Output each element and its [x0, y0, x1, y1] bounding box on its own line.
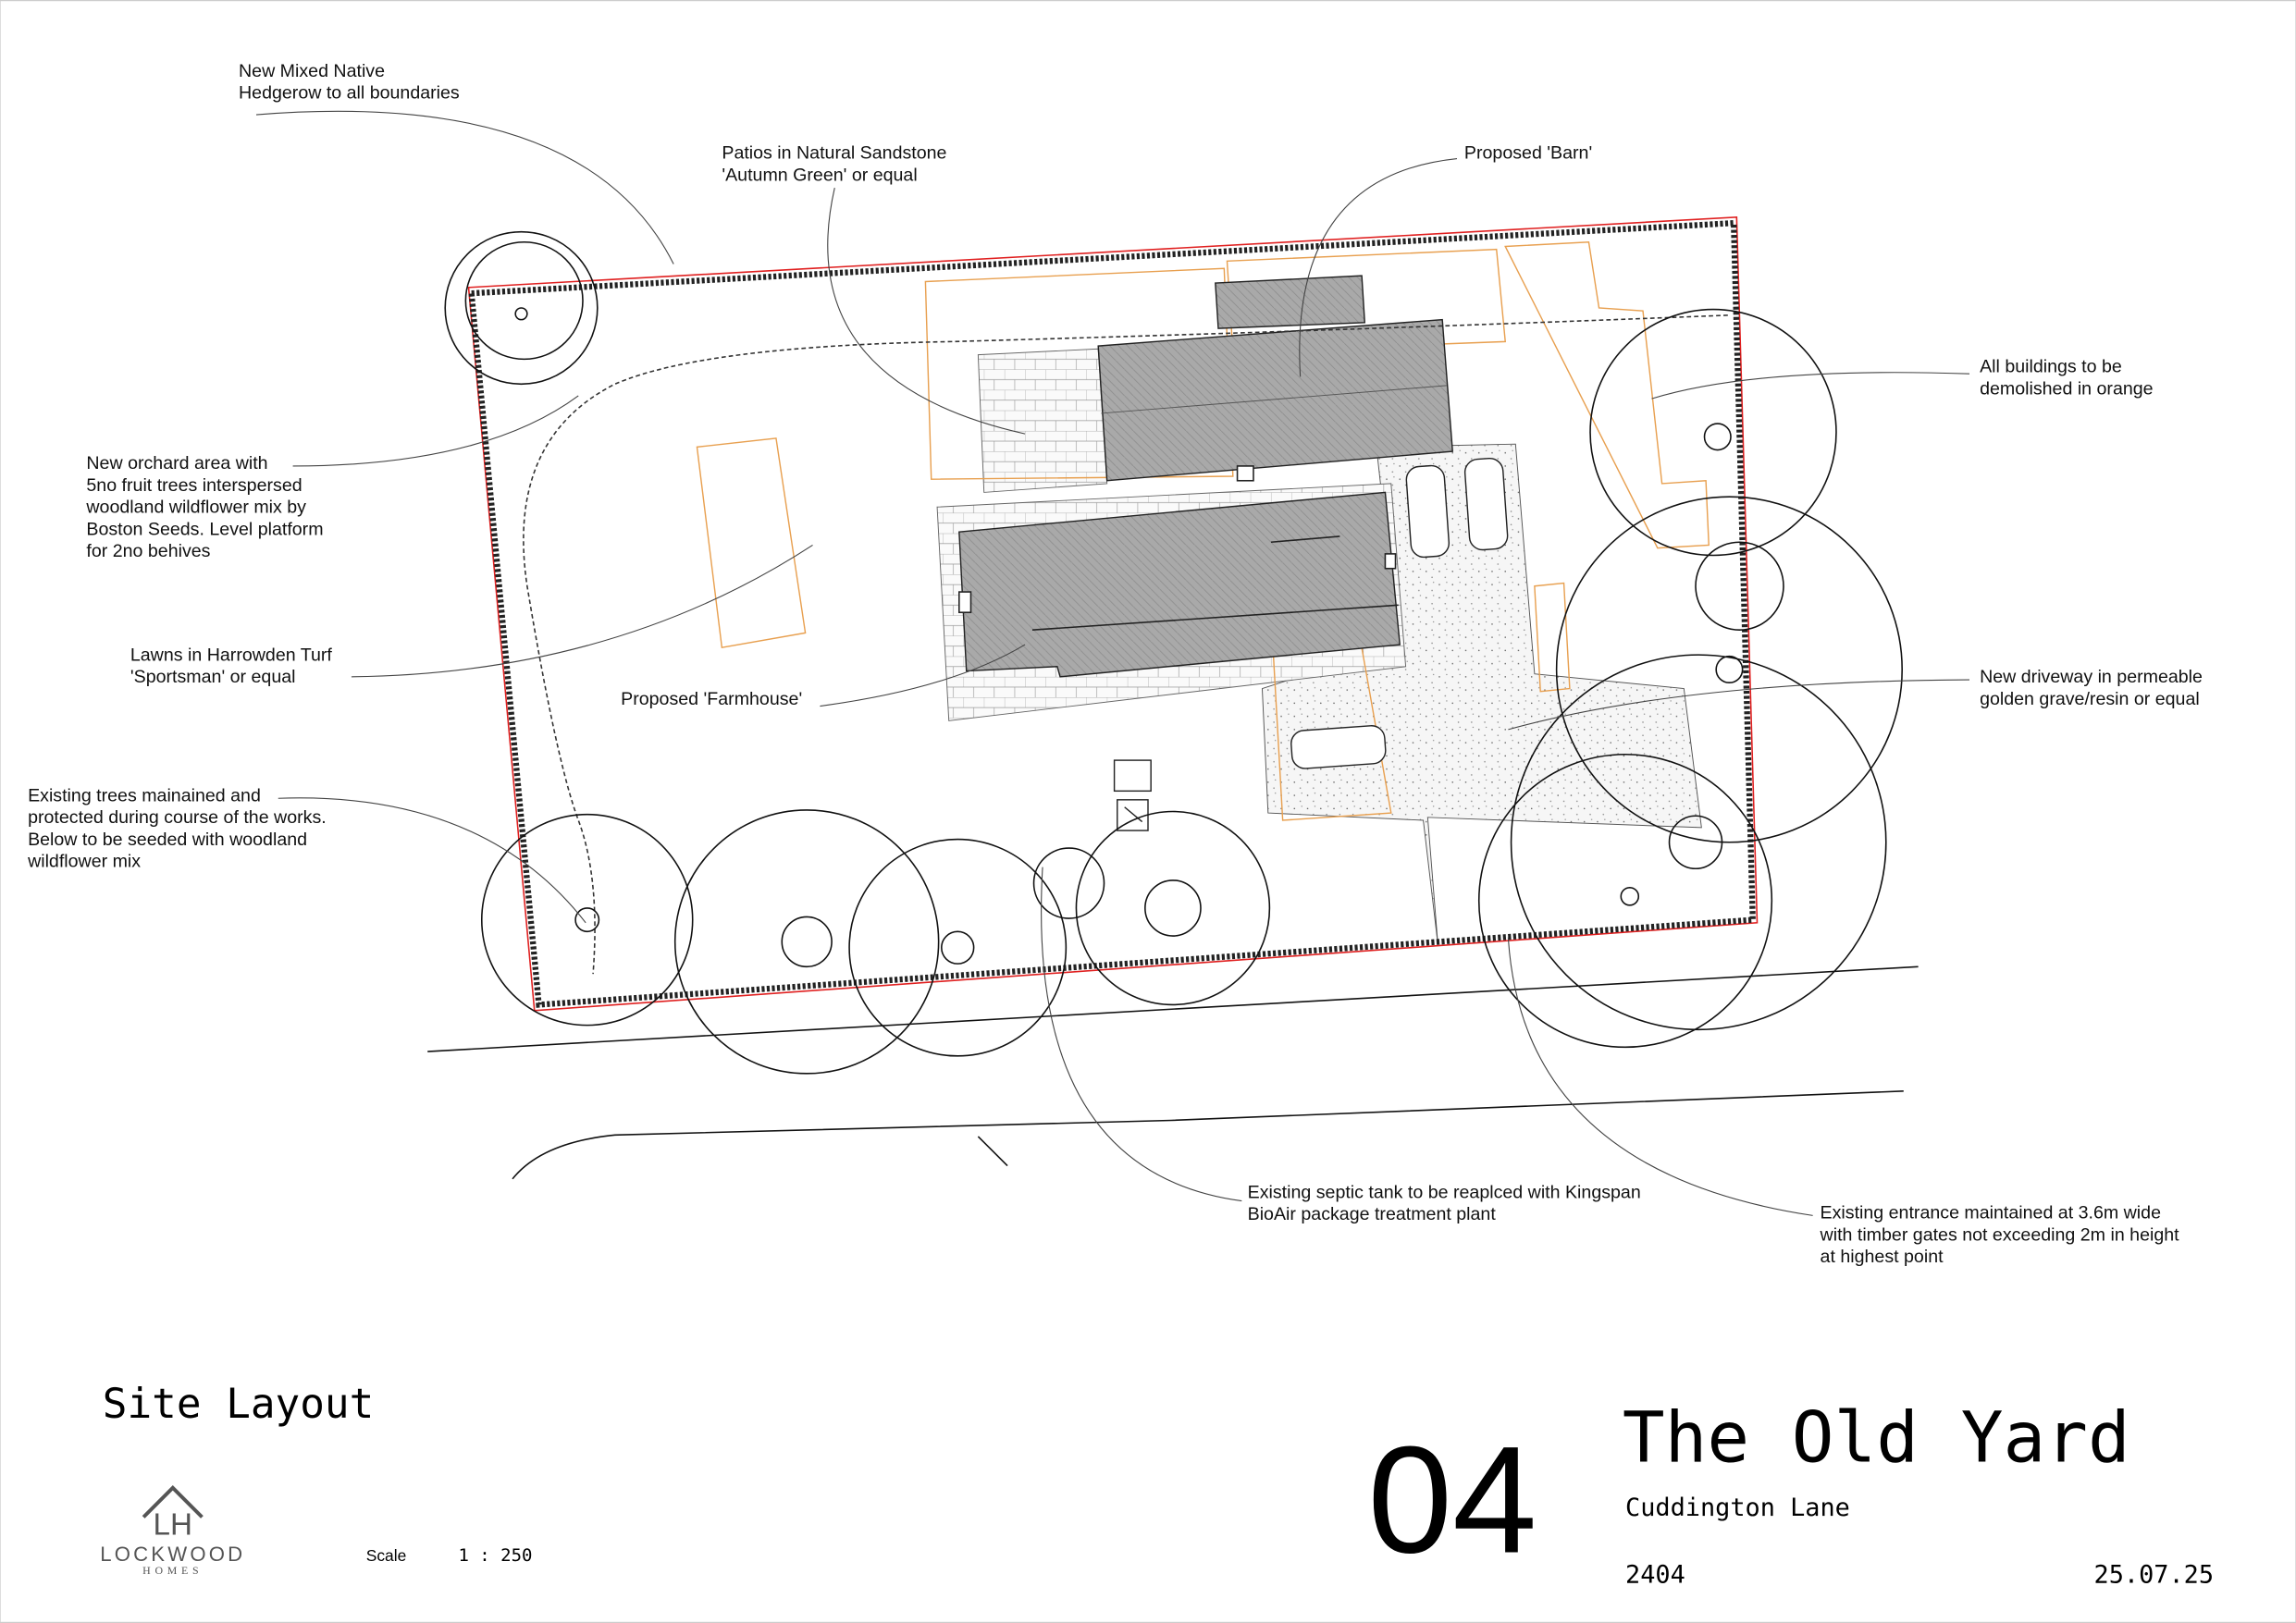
proposed-farmhouse	[958, 491, 1401, 678]
scale-label: Scale	[366, 1546, 407, 1565]
logo-sub: HOMES	[142, 1564, 203, 1577]
site-boundary	[467, 216, 1759, 1012]
scale-value: 1 : 250	[458, 1545, 532, 1566]
note-barn: Proposed 'Barn'	[1464, 143, 1592, 164]
project-location: Cuddington Lane	[1625, 1494, 1850, 1522]
orchard-hedge	[523, 314, 1728, 975]
project-name: The Old Yard	[1623, 1396, 2130, 1478]
note-septic: Existing septic tank to be reaplced with…	[1248, 1182, 1641, 1224]
patio-barn	[977, 348, 1108, 493]
note-patios: Patios in Natural Sandstone'Autumn Green…	[722, 143, 946, 186]
leader-lines	[255, 110, 1970, 1216]
note-entrance: Existing entrance maintained at 3.6m wid…	[1820, 1203, 2180, 1267]
drawing-date: 25.07.25	[2094, 1561, 2215, 1590]
logo-initials: LH	[154, 1507, 192, 1542]
note-farmhouse: Proposed 'Farmhouse'	[621, 689, 802, 709]
cars	[1290, 457, 1509, 769]
note-lawns: Lawns in Harrowden Turf'Sportsman' or eq…	[130, 645, 333, 687]
existing-trees	[444, 230, 1903, 1075]
proposed-barn	[1097, 275, 1454, 482]
sheet-number: 04	[1367, 1414, 1537, 1584]
logo-name: LOCKWOOD	[100, 1543, 245, 1566]
lockwood-logo: LH LOCKWOOD HOMES	[100, 1485, 245, 1577]
hedgerow-boundary	[468, 219, 1756, 1008]
job-number: 2404	[1625, 1561, 1685, 1590]
drawing-title: Site Layout	[103, 1381, 374, 1428]
road-lines	[427, 965, 1919, 1180]
